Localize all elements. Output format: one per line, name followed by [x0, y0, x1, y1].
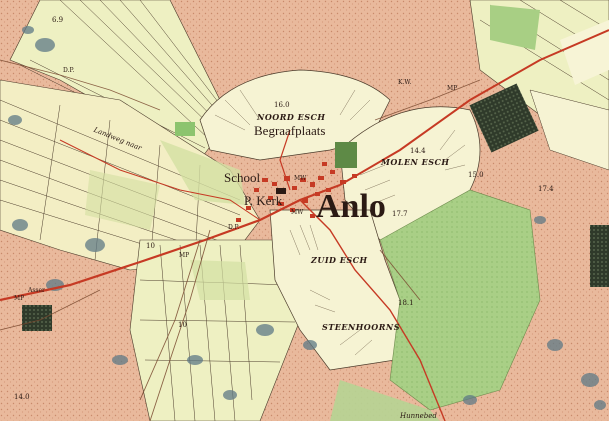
green-plot-church [335, 142, 357, 168]
marker-mw-village: MW [294, 175, 307, 182]
tracks [0, 59, 481, 421]
meadow-southeast [379, 189, 541, 411]
marker-mp-west: MP [14, 295, 25, 302]
marker-mp-northeast: MP [447, 85, 458, 92]
church-label: P. Kerk [244, 193, 283, 208]
asser-road-label: Asser [28, 287, 45, 294]
northeast-fields [469, 0, 609, 171]
elevation-noord-esch: 16.0 [274, 101, 290, 109]
elevation-bottom-left: 14.0 [14, 393, 30, 401]
meadow-south [330, 380, 440, 421]
cemetery-label: Begraafplaats [254, 123, 326, 138]
forest-block-east [590, 225, 609, 287]
marker-mp-road: MP [179, 252, 190, 259]
elevation-southwest: 10 [178, 321, 187, 329]
elevation-town: 17.7 [392, 210, 408, 218]
elevation-east: 15.0 [468, 171, 484, 179]
hunnebed-label: Hunnebed [400, 412, 437, 420]
noord-esch-label: NOORD ESCH [257, 112, 326, 122]
school-label: School [224, 170, 261, 185]
church-building [276, 188, 286, 194]
town-name: Anlo [316, 188, 386, 225]
marker-mw-south: MW [291, 209, 304, 216]
ponds [8, 26, 606, 410]
steenhoorns-label: STEENHOORNS [322, 322, 400, 332]
elevation-far-east: 17.4 [538, 185, 554, 193]
village-buildings [236, 162, 357, 222]
marker-kw-northeast: K.W. [398, 79, 412, 86]
noord-esch-field [199, 69, 391, 161]
marker-dp-north: D.P. [63, 67, 75, 74]
elevation-top-left: 6.9 [52, 16, 64, 24]
molen-esch-label: MOLEN ESCH [381, 157, 450, 167]
small-green-plot [175, 122, 195, 136]
elevation-west: 10 [146, 242, 155, 250]
marker-dp-village: D.P. [228, 224, 240, 231]
forest-block-northeast [469, 83, 539, 153]
elevation-south: 18.1 [398, 299, 414, 307]
elevation-molen-esch: 14.4 [410, 147, 426, 155]
zuid-esch-label: ZUID ESCH [311, 255, 368, 265]
forest-block-west [22, 305, 52, 331]
